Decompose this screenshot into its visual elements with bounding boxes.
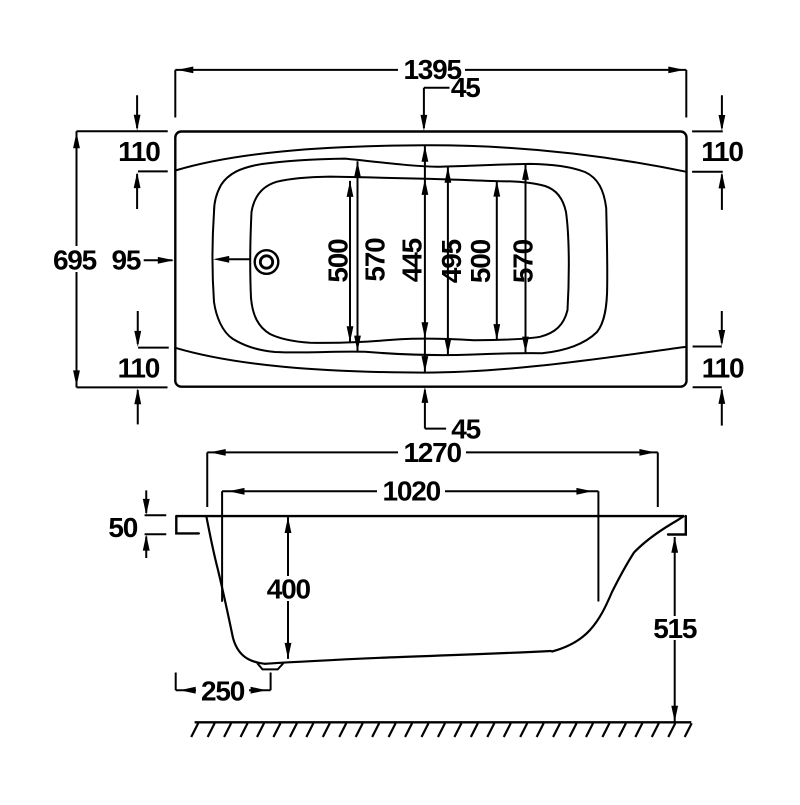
svg-text:570: 570 [507, 239, 538, 283]
svg-text:500: 500 [322, 239, 353, 283]
svg-text:250: 250 [201, 676, 245, 707]
svg-text:45: 45 [451, 413, 480, 444]
svg-text:45: 45 [451, 72, 480, 103]
svg-text:515: 515 [653, 613, 697, 644]
svg-text:1020: 1020 [383, 476, 441, 507]
svg-text:95: 95 [112, 244, 141, 275]
svg-text:400: 400 [267, 574, 311, 605]
svg-text:110: 110 [118, 353, 160, 384]
svg-text:110: 110 [701, 136, 743, 167]
svg-text:500: 500 [465, 239, 496, 283]
svg-text:495: 495 [436, 239, 467, 283]
svg-text:1395: 1395 [403, 54, 461, 85]
svg-text:1270: 1270 [403, 437, 461, 468]
svg-text:110: 110 [118, 136, 160, 167]
svg-text:50: 50 [108, 512, 137, 543]
svg-text:695: 695 [53, 244, 97, 275]
svg-text:445: 445 [396, 238, 427, 282]
svg-text:570: 570 [359, 238, 390, 282]
svg-text:110: 110 [702, 352, 744, 383]
